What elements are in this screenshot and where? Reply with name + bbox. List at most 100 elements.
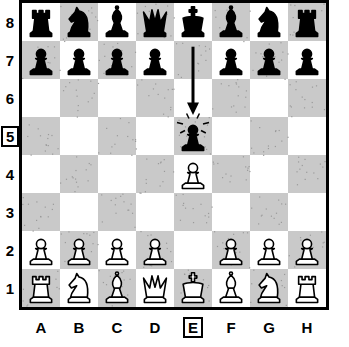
file-label: B [74,320,85,335]
board-square [136,79,174,117]
chess-piece [68,8,89,37]
board-square [174,155,212,193]
rank-number: 6 [6,90,14,107]
board-square [98,79,136,117]
board-square [174,117,212,155]
board-square [288,41,326,79]
board-square [60,231,98,269]
chess-piece [296,239,317,264]
squares [22,3,326,307]
pieces [30,6,317,302]
chess-piece [258,274,279,303]
board-square [22,231,60,269]
board-square [250,193,288,231]
chess-piece [106,239,127,264]
rank-label: 4 [6,167,14,182]
board-square [22,3,60,41]
chess-piece [220,49,241,74]
chess-piece [30,11,51,37]
board-square [60,41,98,79]
board-square [98,117,136,155]
chess-piece [258,239,279,264]
rank-number: 1 [6,280,14,297]
board-square [98,41,136,79]
board-square [22,79,60,117]
file-letter: H [302,319,313,336]
board-square [250,231,288,269]
rank-label: 8 [6,15,14,30]
board-square [288,231,326,269]
rank-number: 3 [6,204,14,221]
file-letter: E [188,319,198,336]
board-frame [21,2,328,309]
board-square [212,231,250,269]
board-square [250,3,288,41]
rank-label: 6 [6,91,14,106]
square-texture [22,4,326,307]
file-label: F [226,320,235,335]
chess-piece [182,7,203,37]
board-square [288,3,326,41]
rank-number: 8 [6,14,14,31]
board-square [98,193,136,231]
motion-ray [180,131,185,134]
board-square [22,41,60,79]
board-square [136,41,174,79]
chess-piece [68,239,89,264]
chess-piece [144,239,165,264]
chess-piece [258,49,279,74]
chess-piece [144,276,167,303]
board-square [250,117,288,155]
chess-piece [296,11,317,37]
chess-piece [220,272,241,302]
chess-piece [106,272,127,302]
file-label: C [112,320,123,335]
board-square [250,79,288,117]
motion-ray [203,123,209,125]
file-letter: D [150,319,161,336]
board-square [212,3,250,41]
board-square [250,269,288,307]
rank-number: 7 [6,52,14,69]
board-square [136,269,174,307]
motion-ray [177,123,183,125]
rank-label: 3 [6,205,14,220]
chess-piece [296,277,317,303]
board-square [174,231,212,269]
chess-piece [220,239,241,264]
board-square [98,3,136,41]
chess-piece [106,6,127,36]
file-letter: G [263,319,275,336]
board-square [250,155,288,193]
board-square [212,269,250,307]
board-square [22,193,60,231]
motion-ray [187,114,189,119]
board-square [136,117,174,155]
rank-label: 1 [6,281,14,296]
rank-number: 5 [6,128,14,145]
board-square [98,231,136,269]
board-square [174,3,212,41]
board-square [22,117,60,155]
chess-piece [30,49,51,74]
file-letter: B [74,319,85,336]
file-label: A [36,320,47,335]
board-square [288,193,326,231]
highlight-box: E [183,317,203,338]
file-letter: A [36,319,47,336]
board-square [212,155,250,193]
file-letter: F [226,319,235,336]
chess-piece [30,277,51,303]
motion-ray [197,114,199,119]
board-square [174,269,212,307]
chess-piece [144,10,167,37]
board-square [98,155,136,193]
rank-number: 4 [6,166,14,183]
board-square [288,155,326,193]
board-square [136,155,174,193]
board-square [136,3,174,41]
board-square [22,269,60,307]
board-square [60,117,98,155]
